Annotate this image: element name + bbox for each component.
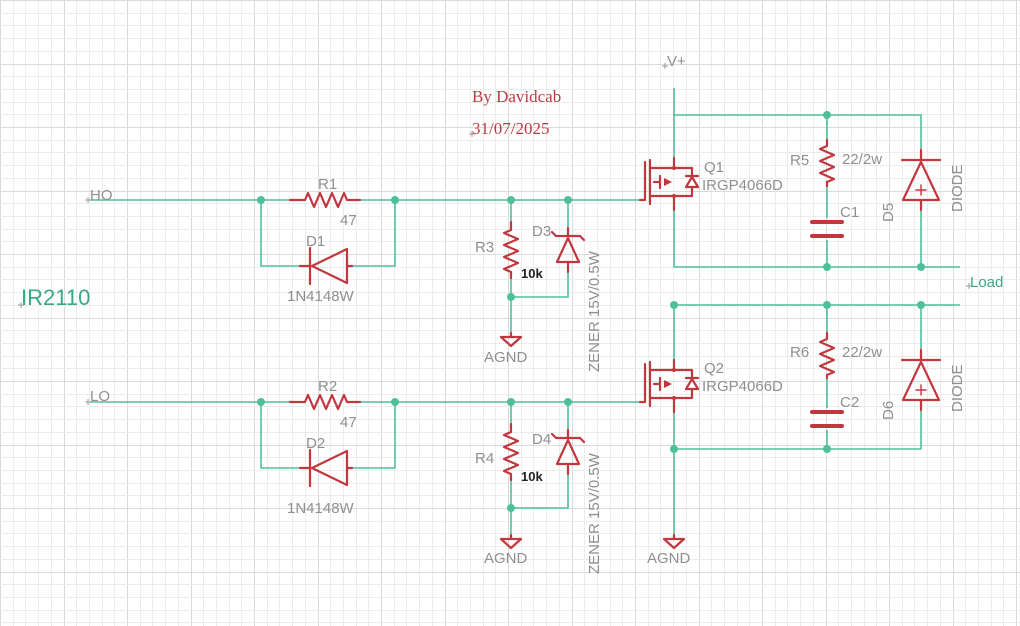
author-date: 31/07/2025: [472, 119, 549, 138]
q1-value: IRGP4066D: [702, 177, 783, 194]
capacitor-c1[interactable]: [810, 220, 844, 238]
c2-name: C2: [840, 394, 859, 411]
agnd-label-3: AGND: [647, 550, 691, 567]
r3-value: 10k: [521, 266, 543, 281]
resistor-r6[interactable]: [818, 331, 836, 380]
agnd-label-2: AGND: [484, 550, 528, 567]
igbt-q1[interactable]: [638, 156, 700, 212]
capacitor-c2[interactable]: [810, 410, 844, 428]
diode-d2[interactable]: [298, 448, 354, 488]
r4-name: R4: [475, 450, 494, 467]
d5-name: D5: [880, 203, 897, 222]
net-label-vplus: V+: [667, 53, 686, 70]
ground-symbol-1: [499, 331, 523, 348]
diode-d6[interactable]: [900, 348, 942, 412]
d6-value: DIODE: [949, 364, 966, 412]
zener-d4[interactable]: [550, 428, 586, 476]
r5-value: 22/2w: [842, 151, 882, 168]
c1-name: C1: [840, 204, 859, 221]
origin-markers: [18, 63, 972, 405]
author-name: By Davidcab: [472, 87, 561, 106]
r5-name: R5: [790, 152, 809, 169]
r4-value: 10k: [521, 469, 543, 484]
diode-d1[interactable]: [298, 246, 354, 286]
resistor-r5[interactable]: [818, 138, 836, 188]
wires: [90, 88, 960, 535]
zener-d3[interactable]: [550, 226, 586, 274]
d3-value: ZENER 15V/0.5W: [586, 250, 603, 372]
d4-value: ZENER 15V/0.5W: [586, 452, 603, 574]
net-label-lo: LO: [90, 388, 110, 405]
d2-name: D2: [306, 435, 325, 452]
net-label-load: Load: [970, 274, 1003, 291]
r2-name: R2: [318, 378, 337, 395]
resistor-r1[interactable]: [288, 191, 362, 209]
diode-d5[interactable]: [900, 148, 942, 212]
ground-symbol-2: [499, 533, 523, 550]
agnd-label-1: AGND: [484, 349, 528, 366]
r6-value: 22/2w: [842, 344, 882, 361]
r6-name: R6: [790, 344, 809, 361]
d1-value: 1N4148W: [287, 288, 355, 305]
resistor-r3[interactable]: [502, 220, 520, 280]
q2-value: IRGP4066D: [702, 378, 783, 395]
d4-name: D4: [532, 431, 551, 448]
ground-symbol-3: [662, 533, 686, 550]
driver-label: IR2110: [21, 285, 90, 310]
labels: By Davidcab 31/07/2025 HO LO IR2110 V+ L…: [21, 53, 1003, 574]
r2-value: 47: [340, 414, 357, 431]
d1-name: D1: [306, 233, 325, 250]
r3-name: R3: [475, 239, 494, 256]
d6-name: D6: [880, 401, 897, 420]
d2-value: 1N4148W: [287, 500, 355, 517]
d5-value: DIODE: [949, 164, 966, 212]
q2-name: Q2: [704, 360, 724, 377]
q1-name: Q1: [704, 159, 724, 176]
net-label-ho: HO: [90, 187, 113, 204]
junctions: [257, 111, 925, 512]
r1-name: R1: [318, 176, 337, 193]
r1-value: 47: [340, 212, 357, 229]
d3-name: D3: [532, 223, 551, 240]
igbt-q2[interactable]: [638, 358, 700, 414]
resistor-r2[interactable]: [288, 393, 362, 411]
resistor-r4[interactable]: [502, 422, 520, 482]
